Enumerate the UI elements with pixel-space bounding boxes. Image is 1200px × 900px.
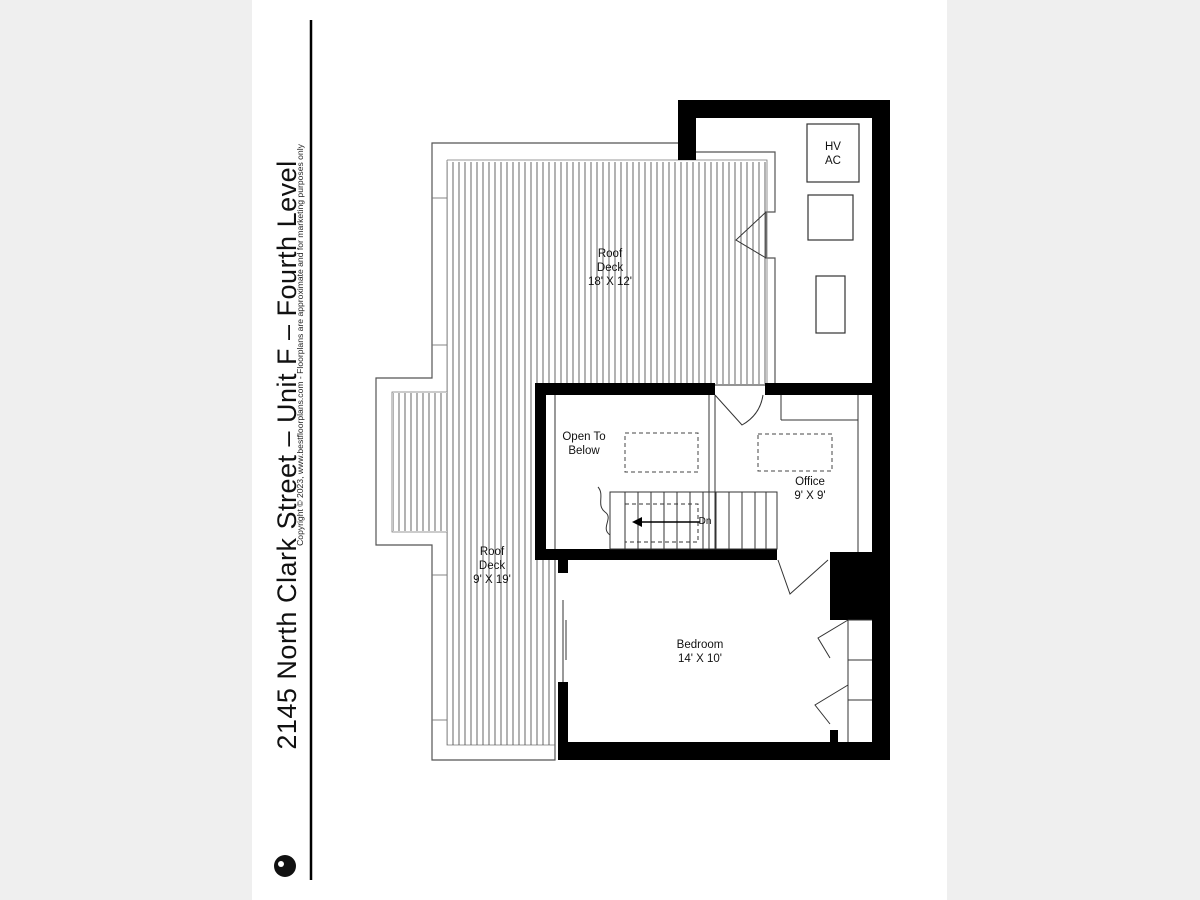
roof-deck-boards-lower <box>447 384 537 745</box>
room-name: Roof <box>597 248 623 260</box>
room-name: Office <box>795 476 825 488</box>
wall-horizontal-upper-right <box>765 383 890 395</box>
deck-edge-ticks <box>432 197 447 721</box>
mech-equipment-rect <box>815 275 846 334</box>
wall-horizontal-middle <box>535 549 777 560</box>
roof-deck-boards-strip <box>537 560 555 745</box>
hvac-unit <box>806 123 860 183</box>
wall-bedroom-bottom <box>558 742 890 760</box>
room-label-roof-deck-upper: Roof Deck 18' X 12' <box>560 247 660 289</box>
wall-bedroom-left-lower <box>558 682 568 760</box>
room-dims: 18' X 12' <box>587 276 633 288</box>
skylight-open-below <box>624 432 699 473</box>
room-dims: 14' X 10' <box>677 653 723 665</box>
room-name: Bedroom <box>676 639 724 651</box>
room-name-2: Deck <box>596 262 624 274</box>
stair-arrow-head <box>632 517 642 527</box>
room-dims: 9' X 9' <box>794 490 826 502</box>
room-label-bedroom: Bedroom 14' X 10' <box>650 638 750 666</box>
stair-dashed-box <box>624 503 699 543</box>
wall-horizontal-upper <box>535 383 715 395</box>
room-name: HV <box>825 141 841 153</box>
doors <box>562 211 849 725</box>
closet-block <box>830 552 872 620</box>
dog-logo-icon <box>274 855 296 877</box>
closet-block-lower <box>830 730 838 744</box>
skylight-office <box>757 433 833 472</box>
room-name-2: AC <box>825 155 841 167</box>
room-name-2: Below <box>568 445 600 457</box>
wall-left-open-room <box>535 383 546 559</box>
room-label-roof-deck-lower: Roof Deck 9' X 19' <box>442 545 542 587</box>
room-label-hvac: HV AC <box>813 140 853 168</box>
room-name: Roof <box>479 546 505 558</box>
roof-deck-boards-left-bay <box>393 393 447 531</box>
room-label-office: Office 9' X 9' <box>780 475 840 503</box>
room-name: Open To <box>562 431 606 443</box>
wall-right-exterior <box>872 383 890 760</box>
room-label-open-to-below: Open To Below <box>548 430 620 458</box>
room-name-2: Deck <box>478 560 506 572</box>
stair-down-label: Dn <box>698 516 712 527</box>
copyright-note: Copyright © 2023, www.bestfloorplans.com… <box>295 144 305 546</box>
roof-deck-boards-upper <box>447 162 767 384</box>
mech-equipment-square <box>807 194 854 241</box>
logo-eye <box>278 861 284 867</box>
wall-bedroom-left-stub <box>558 560 568 573</box>
stairs <box>597 486 778 550</box>
room-dims: 9' X 19' <box>473 574 511 586</box>
